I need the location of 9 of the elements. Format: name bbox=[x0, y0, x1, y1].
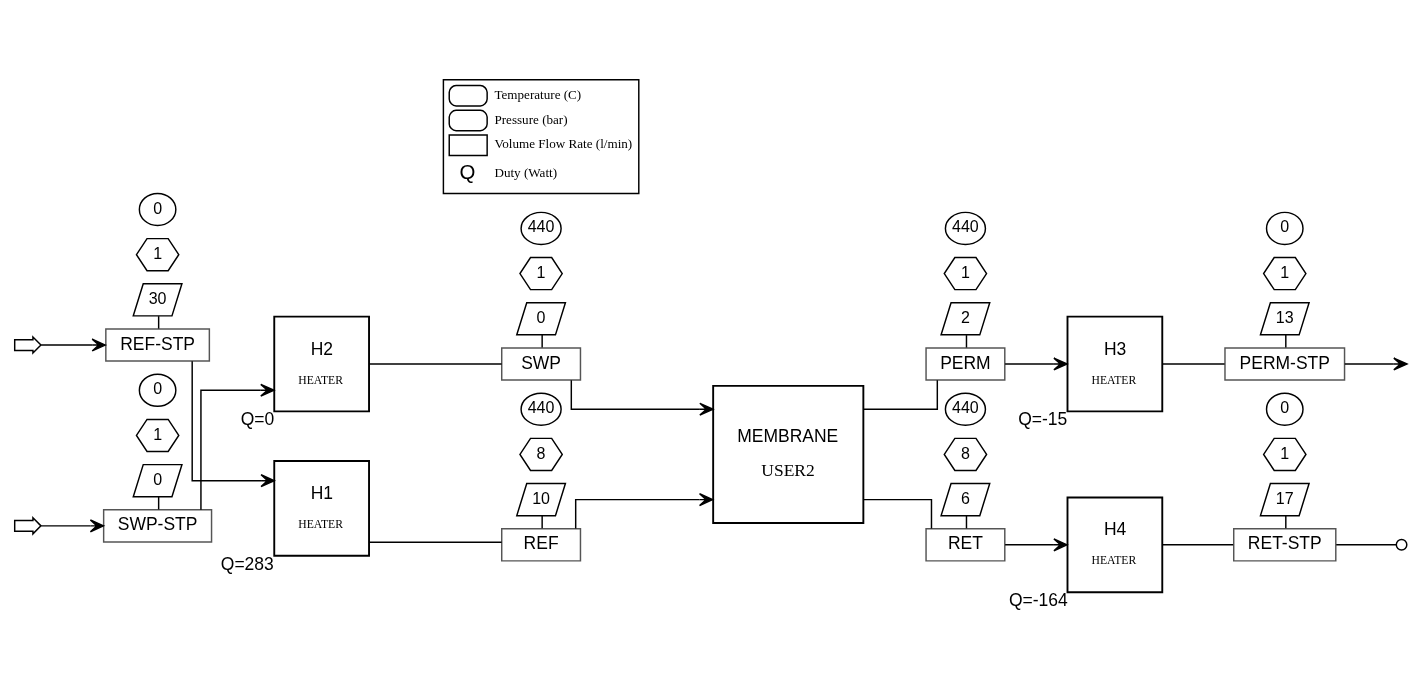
label: Q bbox=[459, 160, 476, 183]
legend-label: Duty (Watt) bbox=[494, 164, 558, 180]
node-label: Q=-15 bbox=[1018, 408, 1068, 429]
node-label: Q=-164 bbox=[1008, 589, 1068, 610]
node-label: Q=0 bbox=[240, 408, 275, 429]
node-label: Q=283 bbox=[220, 553, 274, 574]
legend-label: Temperature (C) bbox=[494, 86, 582, 102]
legend-label: Volume Flow Rate (l/min) bbox=[494, 135, 633, 151]
legend-label: Pressure (bar) bbox=[494, 111, 568, 127]
